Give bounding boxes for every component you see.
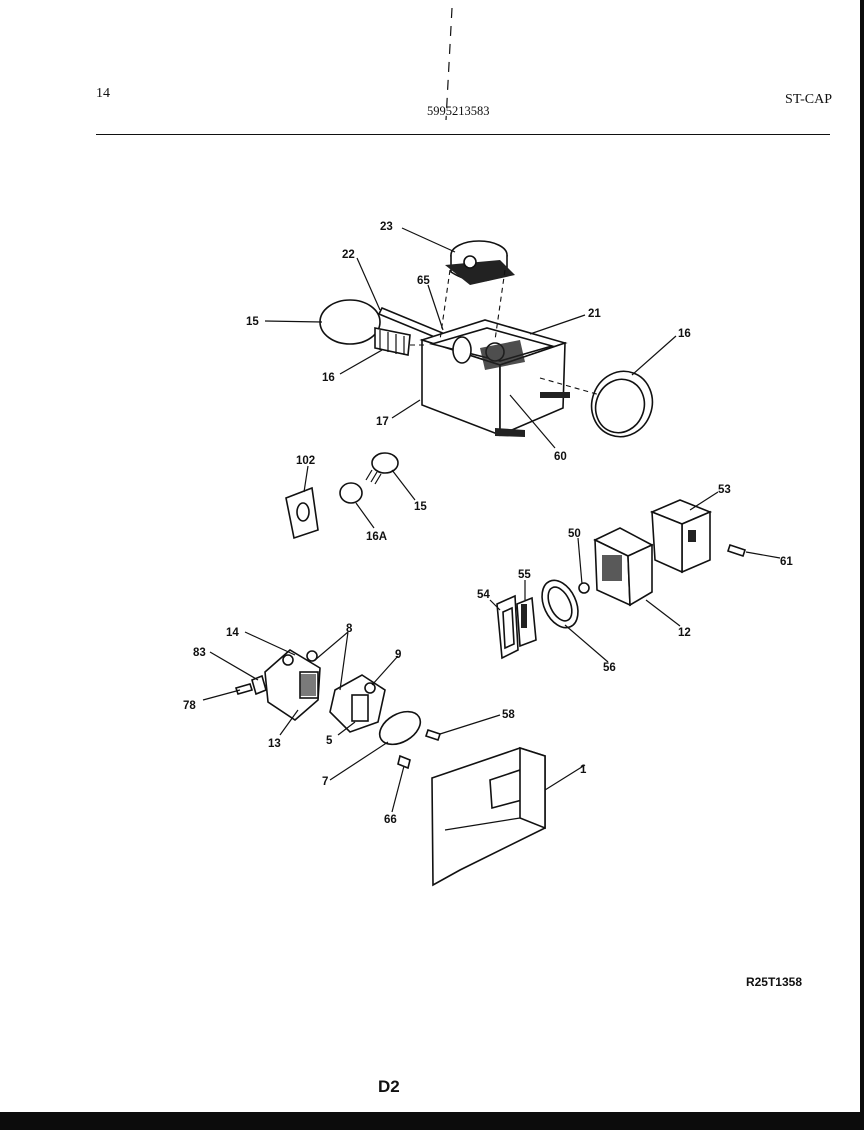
part-61-screw (726, 543, 747, 558)
callout-65: 65 (417, 275, 430, 287)
part-15-small-bulb (365, 452, 399, 485)
callout-16-socket: 16 (322, 372, 335, 384)
part-1-chute (431, 746, 546, 887)
part-56-seal (541, 579, 579, 629)
page-number: 14 (96, 86, 110, 101)
part-12-switch-block (593, 527, 654, 607)
callout-13: 13 (268, 738, 281, 750)
part-58-screw (424, 728, 442, 742)
callout-50: 50 (568, 528, 581, 540)
figure-code: R25T1358 (745, 975, 802, 989)
callout-12: 12 (678, 627, 691, 639)
callout-23: 23 (380, 221, 393, 233)
callout-16-cover: 16 (678, 328, 691, 340)
page-label: D2 (378, 1077, 400, 1096)
callout-54: 54 (477, 589, 490, 601)
part-102-bracket (285, 486, 319, 540)
callout-66: 66 (384, 814, 397, 826)
callout-56: 56 (603, 662, 616, 674)
callout-61: 61 (780, 556, 793, 568)
callout-53: 53 (718, 484, 731, 496)
model-code: ST-CAP (785, 92, 832, 107)
callout-55: 55 (518, 569, 531, 581)
part-17-housing (419, 319, 570, 437)
part-66-screw (397, 754, 411, 770)
part-54-actuator (496, 594, 519, 660)
callout-58: 58 (502, 709, 515, 721)
part-number: 5995213583 (427, 104, 490, 118)
callout-1: 1 (580, 764, 587, 776)
callout-60: 60 (554, 451, 567, 463)
callout-14: 14 (226, 627, 239, 639)
callout-9: 9 (395, 649, 401, 661)
callout-15-bulb: 15 (414, 501, 427, 513)
part-16-cover (590, 370, 654, 438)
part-50-clip (578, 582, 590, 594)
part-55-actuator (516, 596, 537, 648)
part-23-motor (445, 240, 515, 285)
part-53-switch-cover (649, 499, 713, 574)
callout-7: 7 (322, 776, 328, 788)
part-7-gasket (378, 710, 422, 746)
callout-5: 5 (326, 735, 333, 747)
callout-22: 22 (342, 249, 355, 261)
part-78-screw (234, 683, 254, 695)
callout-78: 78 (183, 700, 196, 712)
callout-15-lamp: 15 (246, 316, 259, 328)
part-5-switch (329, 674, 386, 733)
header-rule (96, 134, 830, 135)
part-15-lamp-bulb (319, 299, 411, 356)
part-16a-socket (339, 482, 363, 504)
axis-line (445, 7, 453, 121)
callout-8: 8 (346, 623, 353, 635)
scan-border-bottom (0, 1112, 864, 1130)
callout-21: 21 (588, 308, 601, 320)
callout-83: 83 (193, 647, 206, 659)
scan-border-right (860, 0, 864, 1130)
callout-16a: 16A (366, 531, 387, 543)
part-13-switch-assembly (264, 649, 321, 722)
callout-17: 17 (376, 416, 389, 428)
part-83-clip (251, 674, 267, 696)
callout-102: 102 (296, 455, 315, 467)
